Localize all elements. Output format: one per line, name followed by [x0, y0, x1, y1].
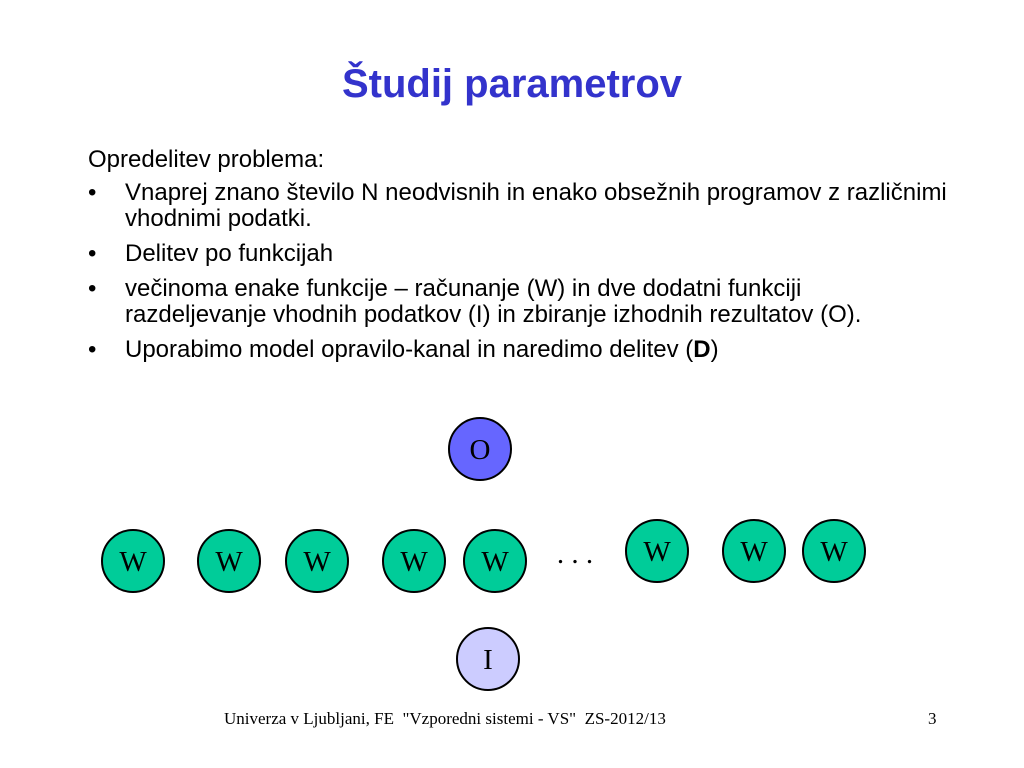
worker-node: W	[463, 529, 527, 593]
worker-node: W	[101, 529, 165, 593]
worker-node-label: W	[481, 546, 509, 578]
input-node: I	[456, 627, 520, 691]
bullet-text: večinoma enake funkcije – računanje (W) …	[125, 275, 862, 328]
worker-node: W	[722, 519, 786, 583]
worker-node-circle	[722, 519, 786, 583]
worker-node-circle	[197, 529, 261, 593]
footer-text: Univerza v Ljubljani, FE "Vzporedni sist…	[224, 709, 666, 728]
worker-node-circle	[463, 529, 527, 593]
bullet-text-bold: D	[693, 336, 711, 363]
intro-text: Opredelitev problema:	[88, 146, 325, 173]
bullet-item: • Vnaprej znano število N neodvisnih in …	[88, 180, 948, 232]
worker-node: W	[625, 519, 689, 583]
worker-node-label: W	[400, 546, 428, 578]
bullet-text-prefix: Uporabimo model opravilo-kanal in naredi…	[125, 336, 694, 363]
worker-node: W	[382, 529, 446, 593]
worker-node-circle	[285, 529, 349, 593]
worker-node-label: W	[303, 546, 331, 578]
worker-node: W	[197, 529, 261, 593]
worker-node-label: W	[215, 546, 243, 578]
ellipsis-text: . . .	[557, 538, 593, 570]
input-node-label: I	[483, 644, 493, 676]
bullet-item: • večinoma enake funkcije – računanje (W…	[88, 276, 948, 328]
slide-title: Študij parametrov	[341, 62, 683, 106]
page-number: 3	[928, 709, 937, 728]
bullet-text-last: Uporabimo model opravilo-kanal in naredi…	[125, 336, 719, 363]
worker-node: W	[285, 529, 349, 593]
bullet-item: • Uporabimo model opravilo-kanal in nare…	[88, 337, 948, 363]
worker-node-label: W	[820, 536, 848, 568]
bullet-list: • Vnaprej znano število N neodvisnih in …	[88, 180, 948, 372]
bullet-text: Vnaprej znano število N neodvisnih in en…	[125, 179, 947, 232]
bullet-dot: •	[88, 336, 97, 363]
output-node: O	[448, 417, 512, 481]
worker-node-circle	[625, 519, 689, 583]
bullet-text: Delitev po funkcijah	[125, 240, 334, 267]
bullet-text-suffix: )	[710, 336, 719, 363]
output-node-label: O	[470, 434, 491, 466]
bullet-item: • Delitev po funkcijah	[88, 241, 948, 267]
output-node-circle	[448, 417, 512, 481]
worker-node-circle	[382, 529, 446, 593]
worker-node-label: W	[119, 546, 147, 578]
worker-node-label: W	[740, 536, 768, 568]
bullet-dot: •	[88, 240, 97, 267]
input-node-circle	[456, 627, 520, 691]
worker-node-label: W	[643, 536, 671, 568]
worker-node-circle	[802, 519, 866, 583]
worker-node-circle	[101, 529, 165, 593]
bullet-dot: •	[88, 179, 97, 206]
bullet-dot: •	[88, 275, 97, 302]
worker-node: W	[802, 519, 866, 583]
